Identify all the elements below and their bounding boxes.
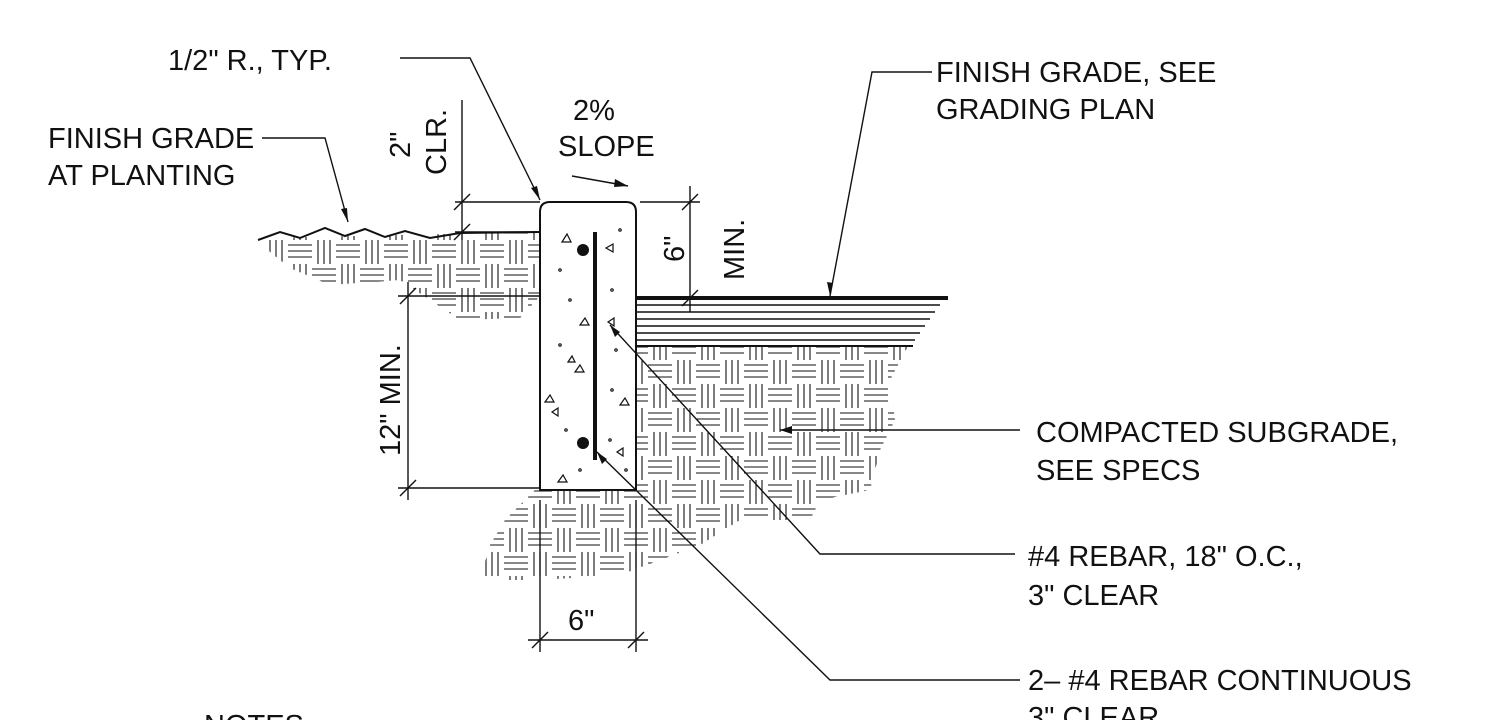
clearance-dim-label: 2" bbox=[385, 132, 417, 158]
twelve-min-label: 12" MIN. bbox=[375, 344, 407, 456]
notes-label: NOTES: bbox=[204, 710, 312, 720]
subgrade-label-2: SEE SPECS bbox=[1036, 455, 1200, 487]
leader-lines bbox=[262, 57, 1020, 681]
rebar-18-label-2: 3" CLEAR bbox=[1028, 580, 1159, 612]
rebar-18-label-1: #4 REBAR, 18" O.C., bbox=[1028, 541, 1303, 573]
finish-grade-planting-label-1: FINISH GRADE bbox=[48, 123, 254, 155]
finish-grade-plan-label-2: GRADING PLAN bbox=[936, 94, 1155, 126]
rebar-cont-label-2: 3" CLEAR bbox=[1028, 702, 1159, 720]
clearance-suffix-label: CLR. bbox=[421, 109, 453, 175]
width-dim-label: 6" bbox=[568, 605, 594, 637]
rebar-bottom bbox=[577, 437, 589, 449]
concrete-curb bbox=[539, 201, 637, 491]
slope-arrow bbox=[571, 175, 629, 187]
finish-grade-planting-label-2: AT PLANTING bbox=[48, 160, 235, 192]
finish-grade-plan-label-1: FINISH GRADE, SEE bbox=[936, 57, 1216, 89]
width-dimension bbox=[528, 500, 648, 652]
concrete-aggregate-marks bbox=[543, 228, 631, 483]
subgrade-label-1: COMPACTED SUBGRADE, bbox=[1036, 417, 1398, 449]
base-course-lines bbox=[636, 304, 940, 341]
rebar-cont-label-1: 2– #4 REBAR CONTINUOUS bbox=[1028, 665, 1412, 697]
planting-grade-line bbox=[257, 226, 541, 241]
arrowheads bbox=[341, 186, 833, 464]
twelve-min-dimension bbox=[398, 282, 540, 500]
six-min-suffix-label: MIN. bbox=[719, 219, 751, 280]
planting-soil-hatch bbox=[262, 232, 540, 320]
rebar-top bbox=[577, 244, 589, 256]
six-min-dim-label: 6" bbox=[659, 236, 691, 262]
clearance-dimension bbox=[453, 100, 540, 241]
subgrade-soil-hatch bbox=[480, 346, 908, 580]
slope-label-2: SLOPE bbox=[558, 131, 655, 163]
radius-label: 1/2" R., TYP. bbox=[168, 45, 332, 77]
six-min-dimension bbox=[640, 186, 700, 312]
slope-label-1: 2% bbox=[573, 95, 615, 127]
